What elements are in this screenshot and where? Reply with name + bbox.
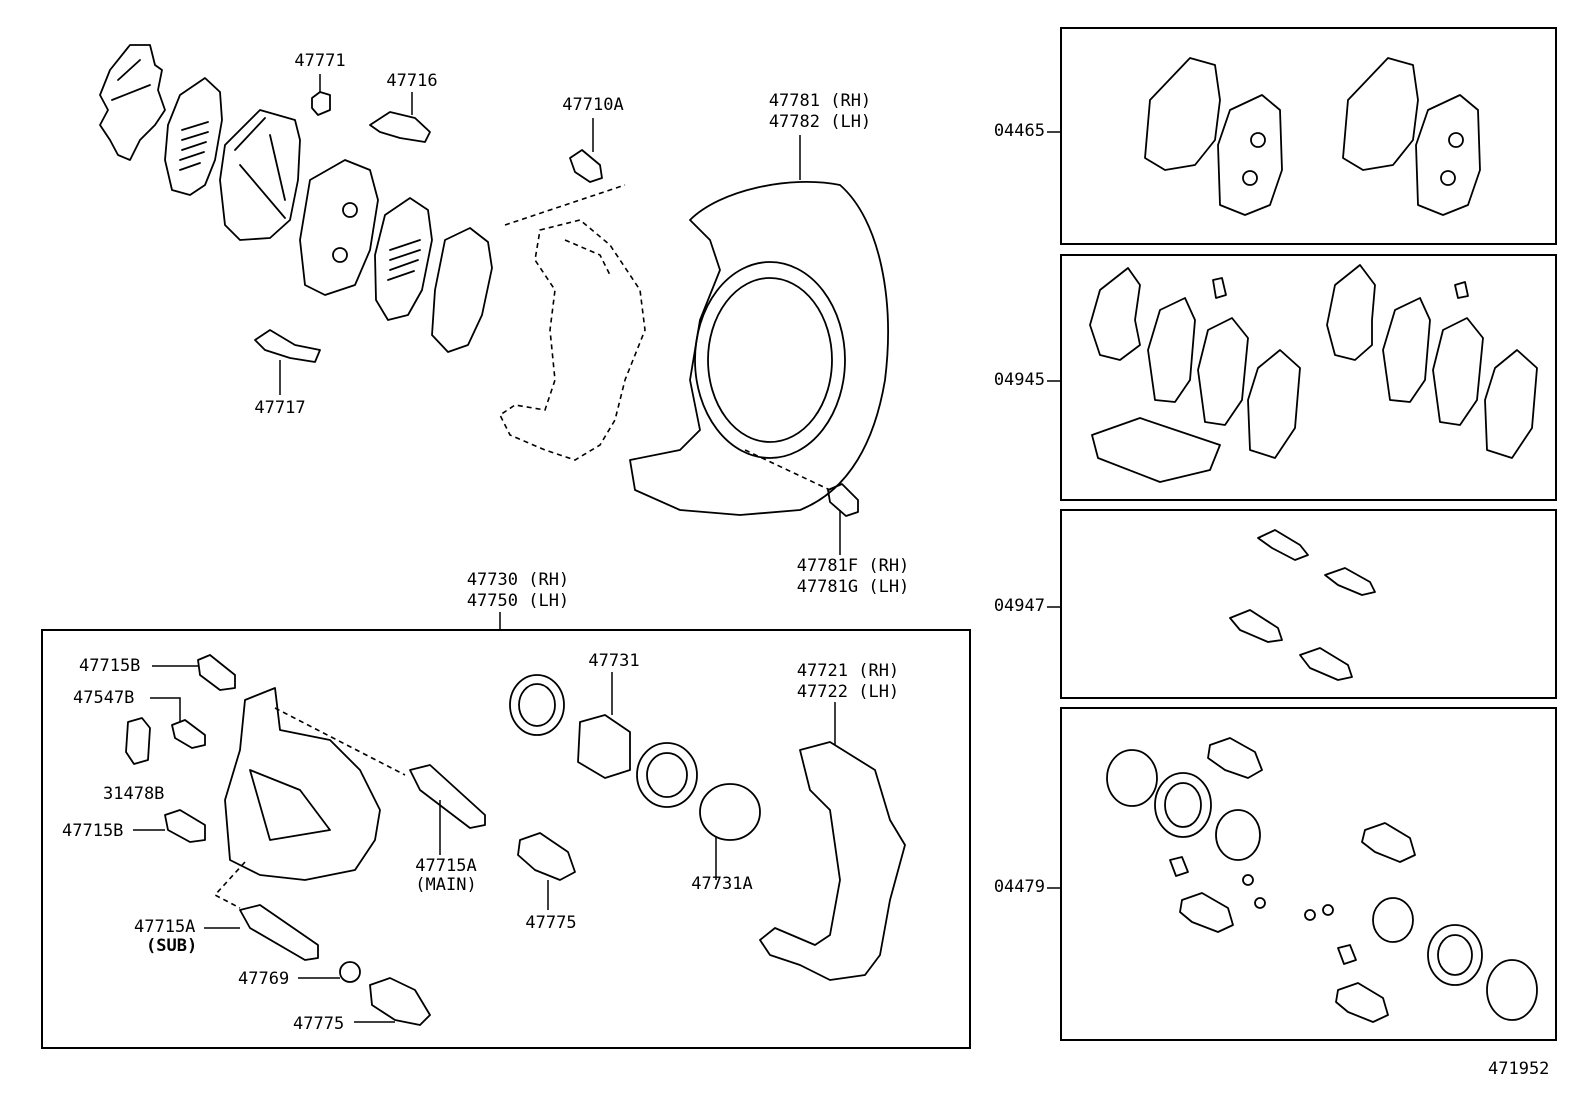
label-47769: 47769 [238,969,290,989]
label-47775-bottom: 47775 [293,1014,345,1034]
label-47775-mid: 47775 [525,913,577,933]
kit-box-04465 [1060,27,1557,245]
kit-box-04945 [1060,254,1557,501]
anti-squeal-shim-outer [99,44,166,161]
inner-shim-2 [431,227,493,353]
label-47781F-rh: 47781F (RH) [796,556,910,576]
label-47717: 47717 [254,398,306,418]
bushing-47769 [298,961,361,983]
kit-04465-pads [1144,57,1481,216]
disc-dust-cover [629,135,889,516]
label-47782-lh: 47782 (LH) [768,112,872,132]
piston-seal-47731-set [636,742,698,808]
label-47771: 47771 [294,51,346,71]
piston-seal-ring [509,674,565,736]
label-47750-lh: 47750 (LH) [466,591,570,611]
label-47710A: 47710A [562,95,624,115]
kit-label-04479: 04479 [993,877,1045,897]
bolt-47781F [827,483,859,555]
pad-clip-47771 [311,74,331,116]
caliper-assembly-frame [41,629,971,1049]
kit-label-04945: 04945 [993,370,1045,390]
cap-31478B [125,717,151,765]
bleeder-plug-47715B-mid [133,809,206,843]
anti-squeal-shim-inner [164,77,223,196]
figure-id: 471952 [1488,1059,1550,1079]
boot-47775-bottom [354,977,431,1026]
slide-pin-sub [204,904,319,961]
label-31478B: 31478B [103,784,165,804]
slide-pin-main [409,764,486,855]
label-47716: 47716 [386,71,438,91]
inner-shim-1 [374,197,433,321]
label-sub-note: (SUB) [146,936,198,956]
inner-brake-pad [299,159,379,296]
bleeder-plug-47715B [152,654,236,691]
boot-47775-mid [517,832,576,910]
bleeder-plug-47547B [150,697,206,749]
kit-04945-shims [1089,264,1538,483]
pad-support-plate-47717 [254,329,321,395]
label-47730-rh: 47730 (RH) [466,570,570,590]
kit-04947-support-plates [1229,529,1376,681]
kit-label-04465: 04465 [993,121,1045,141]
set-ring-47731A [699,783,761,880]
bolt-47710A [569,118,603,183]
label-47781G-lh: 47781G (LH) [796,577,910,597]
label-47547B: 47547B [73,688,135,708]
label-47715A-sub: 47715A [134,917,196,937]
torque-plate-phantom [498,184,646,461]
label-47731A: 47731A [691,874,753,894]
label-47781-rh: 47781 (RH) [768,91,872,111]
label-47715B-mid: 47715B [62,821,124,841]
piston-47731 [577,672,631,779]
kit-box-04479 [1060,707,1557,1041]
kit-label-04947: 04947 [993,596,1045,616]
kit-box-04947 [1060,509,1557,699]
label-47722-lh: 47722 (LH) [796,682,900,702]
kit-04479-seals [1106,737,1538,1023]
label-main-note: (MAIN) [415,875,477,895]
label-47731: 47731 [588,651,640,671]
outer-brake-pad [219,109,301,241]
caliper-cylinder [213,687,406,909]
label-47715A-main: 47715A [415,856,477,876]
pad-support-plate-47716 [369,92,431,143]
label-47715B-top: 47715B [79,656,141,676]
torque-plate-47721 [759,702,906,981]
label-47721-rh: 47721 (RH) [796,661,900,681]
